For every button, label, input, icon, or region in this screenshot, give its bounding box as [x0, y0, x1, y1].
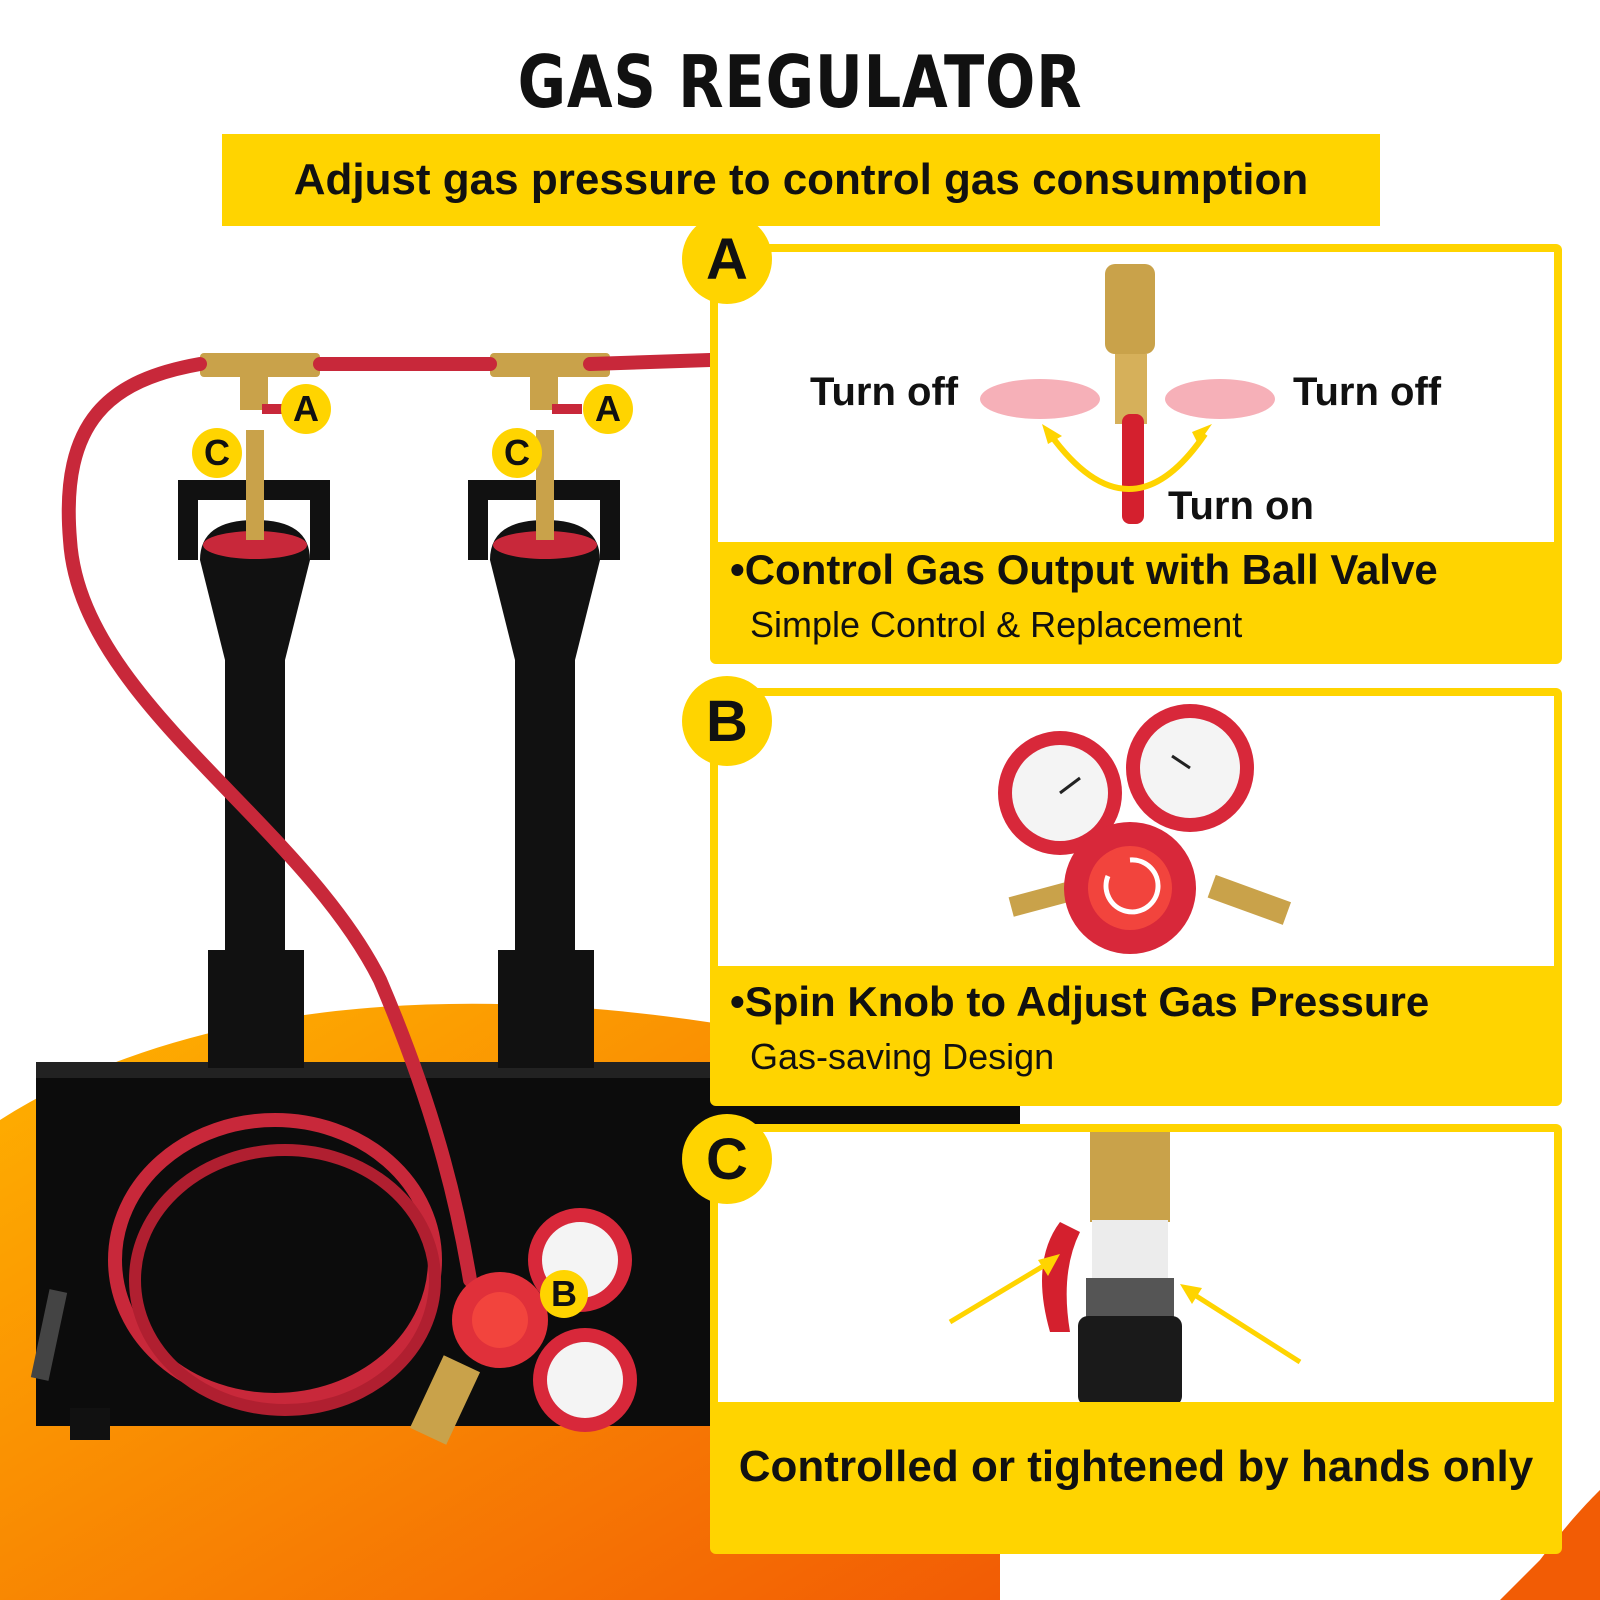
ball-valve-image	[980, 264, 1275, 524]
turn-on-label: Turn on	[1168, 484, 1314, 528]
callout-b: B	[540, 1270, 588, 1318]
panel-b-badge: B	[682, 676, 772, 766]
panel-b-subtext: Gas-saving Design	[750, 1036, 1055, 1077]
page-title: GAS REGULATOR	[517, 40, 1083, 124]
regulator-gauge-image	[998, 704, 1292, 954]
subtitle-text: Adjust gas pressure to control gas consu…	[293, 155, 1309, 204]
callout-a-left: A	[281, 384, 331, 434]
panel-b-heading: •Spin Knob to Adjust Gas Pressure	[730, 978, 1430, 1025]
panel-a-heading: •Control Gas Output with Ball Valve	[730, 546, 1438, 593]
hose-fitting-image	[948, 1132, 1302, 1402]
callout-c-right: C	[492, 428, 542, 478]
panel-a-badge: A	[682, 214, 772, 304]
panel-regulator-knob: •Spin Knob to Adjust Gas Pressure Gas-sa…	[710, 688, 1562, 1106]
turn-off-right-label: Turn off	[1293, 370, 1442, 414]
panel-c-text: Controlled or tightened by hands only	[738, 1442, 1534, 1491]
callout-a-right: A	[583, 384, 633, 434]
panel-c-badge: C	[682, 1114, 772, 1204]
turn-off-left-label: Turn off	[810, 370, 959, 414]
panel-a-subtext: Simple Control & Replacement	[750, 604, 1243, 645]
panel-hand-tighten: Controlled or tightened by hands only	[710, 1124, 1562, 1554]
callout-c-left: C	[192, 428, 242, 478]
subtitle-banner: Adjust gas pressure to control gas consu…	[222, 134, 1380, 226]
panel-ball-valve: Turn off Turn off Turn on •Control Gas O…	[710, 244, 1562, 664]
